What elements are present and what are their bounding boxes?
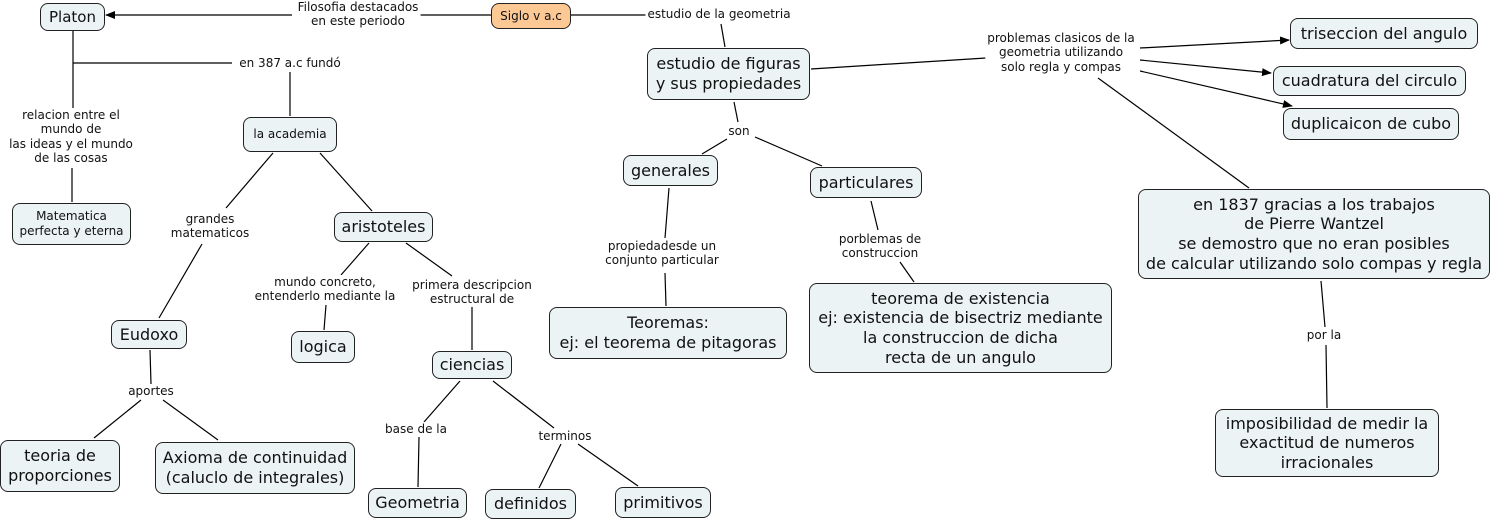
node-triseccion-angulo[interactable]: triseccion del angulo xyxy=(1290,18,1478,49)
link-label-mundo-concreto: mundo concreto, entenderlo mediante la xyxy=(252,275,398,304)
link-label-base: base de la xyxy=(383,422,449,437)
node-axioma-continuidad[interactable]: Axioma de continuidad (caluclo de integr… xyxy=(155,442,355,494)
link-label-propiedades: propiedadesde un conjunto particular xyxy=(603,239,721,268)
line-clasicos-duplicacion xyxy=(1139,70,1293,108)
node-estudio-figuras[interactable]: estudio de figuras y sus propiedades xyxy=(647,48,810,100)
line-wantzel-porla xyxy=(1320,280,1326,328)
node-generales[interactable]: generales xyxy=(623,155,718,186)
line-academia-grandes xyxy=(225,152,274,209)
link-label-estudio-geometria: estudio de la geometria xyxy=(645,7,793,22)
node-teorema-existencia[interactable]: teorema de existencia ej: existencia de … xyxy=(809,283,1112,373)
line-aportes-teoria xyxy=(93,399,142,439)
line-aristoteles-primera xyxy=(405,242,453,277)
node-wantzel[interactable]: en 1837 gracias a los trabajos de Pierre… xyxy=(1138,189,1490,279)
link-label-clasicos: problemas clasicos de la geometria utili… xyxy=(985,31,1137,75)
line-ciencias-base xyxy=(423,380,461,423)
node-imposibilidad[interactable]: imposibilidad de medir la exactitud de n… xyxy=(1215,409,1439,477)
link-label-aportes: aportes xyxy=(126,384,176,399)
node-teoremas[interactable]: Teoremas: ej: el teorema de pitagoras xyxy=(549,307,787,359)
link-label-porblemas: porblemas de construccion xyxy=(836,232,924,261)
line-ciencias-terminos xyxy=(492,380,555,429)
line-clasicos-triseccion xyxy=(1139,36,1290,49)
node-geometria[interactable]: Geometria xyxy=(368,488,467,518)
line-eudoxo-aportes xyxy=(149,349,152,385)
node-platon[interactable]: Platon xyxy=(40,3,105,31)
node-cuadratura-circulo[interactable]: cuadratura del circulo xyxy=(1273,66,1466,96)
line-terminos-primitivos xyxy=(577,443,639,487)
node-logica[interactable]: logica xyxy=(291,331,355,363)
line-porla-imposibilidad xyxy=(1325,344,1328,409)
node-primitivos[interactable]: primitivos xyxy=(615,487,711,518)
node-teoria-proporciones[interactable]: teoria de proporciones xyxy=(0,440,120,492)
line-generales-propiedades xyxy=(664,187,670,239)
line-particulares-porblemas xyxy=(870,200,879,231)
line-figuras-clasicos xyxy=(810,57,987,70)
line-figuras-son xyxy=(733,101,739,123)
node-aristoteles[interactable]: aristoteles xyxy=(334,212,433,242)
link-label-grandes: grandes matematicos xyxy=(168,212,252,241)
line-clasicos-wantzel xyxy=(1097,77,1250,189)
line-grandes-eudoxo xyxy=(158,243,203,319)
link-label-son: son xyxy=(726,124,752,139)
link-label-fundo: en 387 a.c fundó xyxy=(237,56,343,71)
link-label-terminos: terminos xyxy=(536,429,594,444)
link-label-relacion: relacion entre el mundo de las ideas y e… xyxy=(7,108,135,166)
line-estudio-figuras xyxy=(720,23,726,48)
line-aristoteles-mundo xyxy=(340,242,370,276)
line-terminos-definidos xyxy=(538,443,562,489)
line-academia-aristoteles xyxy=(319,152,373,212)
link-label-filosofia: Filosofia destacados en este periodo xyxy=(295,0,421,29)
line-porblemas-existencia xyxy=(899,261,915,283)
line-aportes-axioma xyxy=(162,399,219,441)
line-clasicos-cuadratura xyxy=(1139,59,1272,77)
line-propiedades-teoremas xyxy=(664,272,667,307)
node-particulares[interactable]: particulares xyxy=(810,167,922,198)
node-siglo-v-ac[interactable]: Siglo v a.c xyxy=(491,3,571,29)
node-definidos[interactable]: definidos xyxy=(485,489,576,519)
node-matematica[interactable]: Matematica perfecta y eterna xyxy=(12,203,131,245)
node-ciencias[interactable]: ciencias xyxy=(432,351,512,379)
line-son-particulares xyxy=(754,136,823,167)
link-label-por-la: por la xyxy=(1304,328,1344,343)
line-mundo-logica xyxy=(323,304,327,331)
node-duplicacion-cubo[interactable]: duplicaicon de cubo xyxy=(1283,108,1459,140)
node-eudoxo[interactable]: Eudoxo xyxy=(111,320,187,349)
line-base-geometria xyxy=(417,436,420,488)
line-son-generales xyxy=(701,138,728,155)
node-la-academia[interactable]: la academia xyxy=(243,117,337,152)
link-label-primera: primera descripcion estructural de xyxy=(410,278,534,307)
